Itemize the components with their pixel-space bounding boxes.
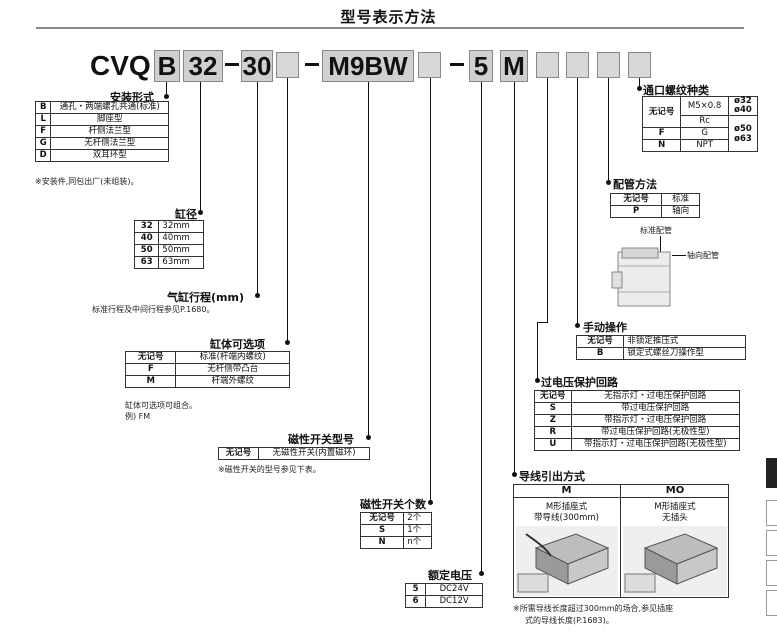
valve-illustration xyxy=(611,247,671,307)
leader-voltage xyxy=(481,82,482,573)
model-wire: M xyxy=(500,50,528,82)
model-switch: M9BW xyxy=(322,50,414,82)
mounting-title: 安装形式 xyxy=(110,91,154,104)
wiring-col1-head: M xyxy=(561,485,572,496)
slot-manual xyxy=(566,52,589,78)
switch-model-note: ※磁性开关的型号参见下表。 xyxy=(218,465,321,474)
slot-port xyxy=(628,52,651,78)
piping-label-std: 标准配管 xyxy=(640,226,672,235)
stroke-title: 气缸行程(mm) xyxy=(167,291,244,304)
leader-mounting xyxy=(166,82,167,97)
leader-bore xyxy=(200,82,201,212)
page-tab[interactable] xyxy=(766,500,777,526)
slot-surge xyxy=(536,52,559,78)
wiring-title: 导线引出方式 xyxy=(519,470,585,483)
leader-piping xyxy=(608,78,609,183)
wiring-note1: ※所需导线长度超过300mm的场合,参见插座 xyxy=(513,604,674,613)
leader-dot xyxy=(606,180,611,185)
leader-switch xyxy=(368,82,369,437)
page-title: 型号表示方法 xyxy=(340,8,437,28)
leader-dot xyxy=(428,500,433,505)
wiring-col1-l2: 带导线(300mm) xyxy=(534,513,599,523)
model-bore: 32 xyxy=(183,50,223,82)
dash-3 xyxy=(450,63,464,66)
title-rule xyxy=(36,27,744,29)
model-prefix: CVQ xyxy=(90,50,151,81)
slot-piping xyxy=(597,52,620,78)
dash-2 xyxy=(305,63,319,66)
page-tab[interactable] xyxy=(766,530,777,556)
leader-body-option xyxy=(287,78,288,342)
leader-surge-b xyxy=(537,322,548,323)
dash-1 xyxy=(225,63,239,66)
connector-m-illustration xyxy=(516,526,618,596)
leader-wire xyxy=(514,82,515,475)
leader-dot xyxy=(512,472,517,477)
body-option-note2: 例) FM xyxy=(125,412,151,421)
leader-port xyxy=(639,78,640,91)
leader-surge-a xyxy=(547,78,548,323)
leader-manual xyxy=(577,78,578,326)
piping-label-axial: 轴向配管 xyxy=(687,251,719,260)
switch-count-title: 磁性开关个数 xyxy=(360,498,426,511)
bore-title: 缸径 xyxy=(175,208,197,221)
piping-title: 配管方法 xyxy=(613,178,657,191)
port-thread-title: 通口螺纹种类 xyxy=(643,84,709,97)
mounting-note: ※安装件,同包出厂(未组装)。 xyxy=(35,177,139,186)
leader-dot xyxy=(366,435,371,440)
model-b: B xyxy=(154,50,180,82)
manual-title: 手动操作 xyxy=(583,321,627,334)
switch-model-title: 磁性开关型号 xyxy=(288,433,354,446)
page-tab[interactable] xyxy=(766,560,777,586)
leader-dot xyxy=(637,86,642,91)
wiring-col2-l2: 无插头 xyxy=(662,513,688,523)
leader-dot xyxy=(198,210,203,215)
leader-stroke xyxy=(257,82,258,295)
switch-model-table: 无记号无磁性开关(内置磁环) xyxy=(217,447,370,460)
wiring-divider xyxy=(620,484,621,598)
surge-title: 过电压保护回路 xyxy=(541,376,618,389)
wiring-col1-l1: M形插座式 xyxy=(545,502,588,512)
wiring-col2-l1: M形插座式 xyxy=(654,502,696,512)
leader-switch-count xyxy=(430,78,431,502)
wiring-box xyxy=(513,484,729,598)
leader-dot xyxy=(285,340,290,345)
wiring-note2: 式的导线长度(P.1683)。 xyxy=(525,616,614,625)
body-option-title: 缸体可选项 xyxy=(210,338,265,351)
body-option-note1: 缸体可选项可组合。 xyxy=(125,401,197,410)
slot-body-option xyxy=(276,52,299,78)
leader-dot xyxy=(575,323,580,328)
model-stroke: 30 xyxy=(241,50,273,82)
leader-dot xyxy=(479,571,484,576)
slot-switch-count xyxy=(418,52,441,78)
leader-dot xyxy=(164,94,169,99)
piping-axial-arrow xyxy=(672,255,686,256)
leader-dot xyxy=(535,378,540,383)
leader-dot xyxy=(255,293,260,298)
connector-mo-illustration xyxy=(623,526,727,596)
stroke-note: 标准行程及中间行程参见P.1680。 xyxy=(92,305,215,314)
wiring-head-rule xyxy=(513,497,729,498)
wiring-col2-head: MO xyxy=(665,485,685,496)
model-voltage: 5 xyxy=(469,50,493,82)
voltage-title: 额定电压 xyxy=(428,569,472,582)
page-tab[interactable] xyxy=(766,590,777,616)
piping-std-arrow xyxy=(660,236,661,256)
page-tab-active[interactable] xyxy=(766,458,777,488)
leader-surge-c xyxy=(537,322,538,380)
